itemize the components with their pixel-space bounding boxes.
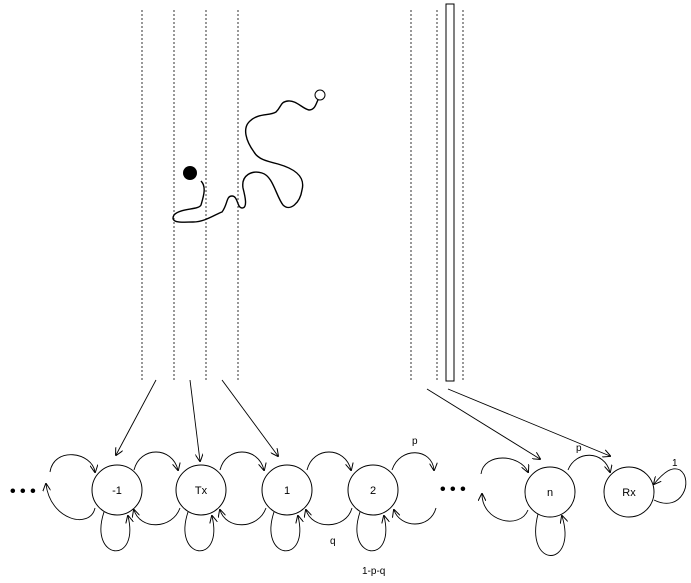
- state-rx-label: Rx: [622, 487, 636, 499]
- state-rx: [603, 466, 655, 518]
- state-tx: [175, 464, 227, 516]
- label-p-two: p: [412, 436, 418, 447]
- transition-arrow: [391, 452, 434, 470]
- label-p-n: p: [576, 443, 582, 454]
- label-stay-two: 1-p-q: [362, 566, 385, 577]
- state-minus1-label: -1: [112, 485, 122, 497]
- mapping-arrow: [189, 379, 200, 461]
- states: [91, 464, 655, 518]
- state-n-label: n: [547, 487, 553, 499]
- transition-arrow: [133, 451, 178, 470]
- state-1-label: 1: [284, 485, 290, 497]
- transition-arrow: [567, 454, 610, 472]
- state-tx-label: Tx: [195, 485, 208, 497]
- mapping-arrow: [116, 379, 157, 455]
- receiver-wall: [445, 3, 455, 382]
- state-n: [524, 466, 576, 518]
- transition-arrow: [46, 484, 96, 521]
- mapping-arrow: [447, 388, 610, 456]
- mapping-arrow: [221, 379, 278, 456]
- molecule-end-marker: [314, 89, 326, 101]
- transition-arcs: [46, 451, 687, 556]
- self-loop-arrow: [654, 468, 687, 504]
- state-2-label: 2: [370, 485, 376, 497]
- transition-arrow: [219, 451, 264, 470]
- transition-arrow: [480, 457, 528, 475]
- transition-arrow: [220, 507, 267, 526]
- mapping-arrows: [116, 379, 610, 461]
- state-1: [261, 464, 313, 516]
- transition-arrow: [134, 507, 181, 526]
- state-2: [347, 464, 399, 516]
- molecule-start-marker: [183, 166, 197, 180]
- ellipsis-middle: • • •: [440, 481, 466, 498]
- transition-arrow: [394, 507, 437, 525]
- molecule-trajectory: [172, 95, 321, 223]
- self-loop-arrow: [535, 513, 565, 556]
- compartment-boundaries: [141, 10, 464, 382]
- label-rx-self: 1: [672, 458, 678, 469]
- self-loop-arrow: [270, 511, 300, 552]
- transition-arrow: [482, 494, 529, 522]
- ellipsis-left: • • •: [10, 483, 36, 500]
- mapping-arrow: [426, 388, 540, 459]
- self-loop-arrow: [356, 511, 386, 552]
- transition-arrow: [49, 454, 95, 472]
- label-q-two: q: [330, 536, 336, 547]
- state-minus1: [91, 464, 143, 516]
- self-loop-arrow: [184, 511, 214, 552]
- transition-arrow: [306, 507, 353, 526]
- transition-arrow: [306, 451, 351, 470]
- self-loop-arrow: [100, 511, 130, 552]
